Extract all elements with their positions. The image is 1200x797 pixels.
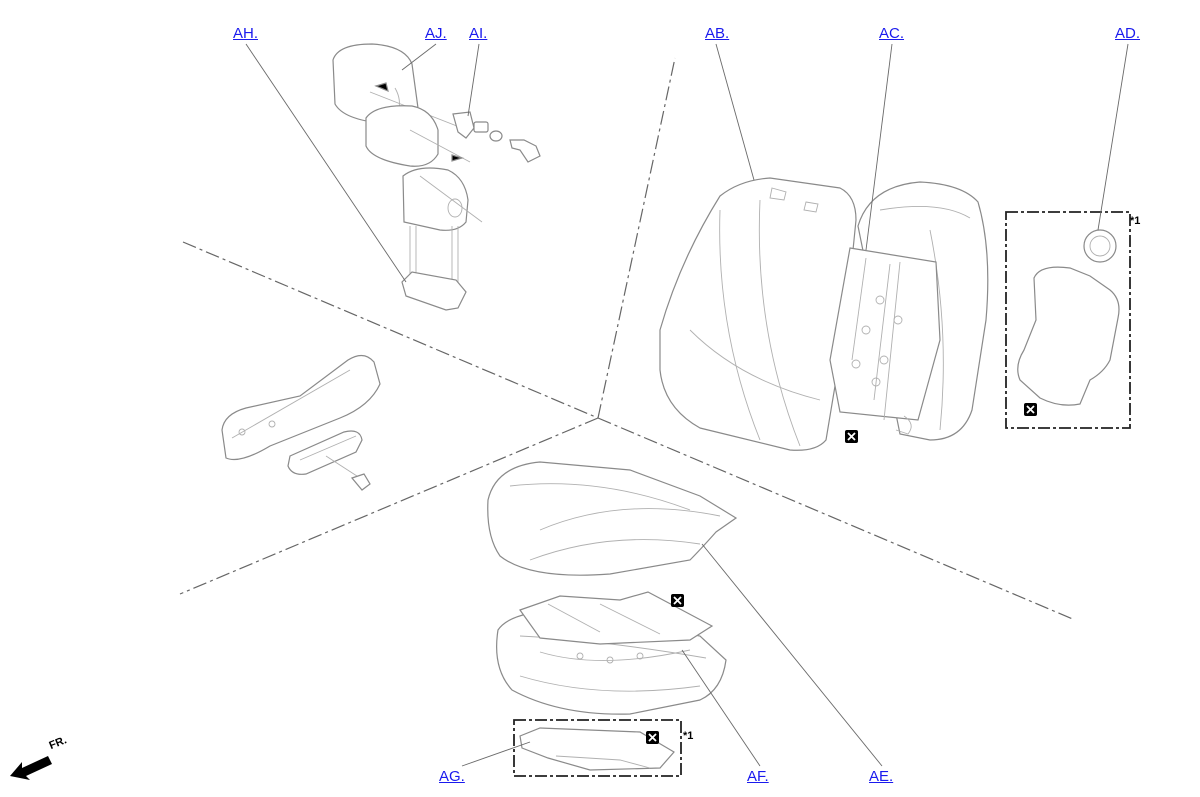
- seat-cushion-pad: [496, 591, 727, 715]
- non-reusable-part-icon: [646, 731, 659, 744]
- callout-ab[interactable]: AB.: [705, 25, 730, 42]
- non-reusable-part-icon: [845, 430, 858, 443]
- note-marker-seatback-heater: *1: [1130, 215, 1141, 227]
- seatback-cover: [659, 177, 857, 451]
- headrest-assembly: [332, 43, 541, 311]
- callout-ag[interactable]: AG.: [439, 768, 465, 785]
- seatback-pad: [829, 181, 989, 441]
- non-reusable-part-icon: [1024, 403, 1037, 416]
- callout-ah[interactable]: AH.: [233, 25, 259, 42]
- callout-ac[interactable]: AC.: [879, 25, 905, 42]
- non-reusable-part-icon: [671, 594, 684, 607]
- cushion-heater-group: [513, 719, 682, 777]
- callout-ai[interactable]: AI.: [469, 25, 488, 42]
- seatback-heater-group: [1005, 211, 1131, 429]
- callout-ae[interactable]: AE.: [869, 768, 894, 785]
- non-reusable-icons: [646, 403, 1037, 744]
- callout-aj[interactable]: AJ.: [425, 25, 447, 42]
- note-marker-cushion-heater: *1: [683, 730, 694, 742]
- callout-ad[interactable]: AD.: [1115, 25, 1141, 42]
- zone-dividers: [179, 57, 1076, 621]
- leader-lines: [245, 43, 1129, 767]
- side-trim-cover: [221, 354, 381, 491]
- seat-cushion-cover: [487, 461, 738, 576]
- callout-af[interactable]: AF.: [747, 768, 769, 785]
- front-direction-arrow-icon: [10, 756, 52, 780]
